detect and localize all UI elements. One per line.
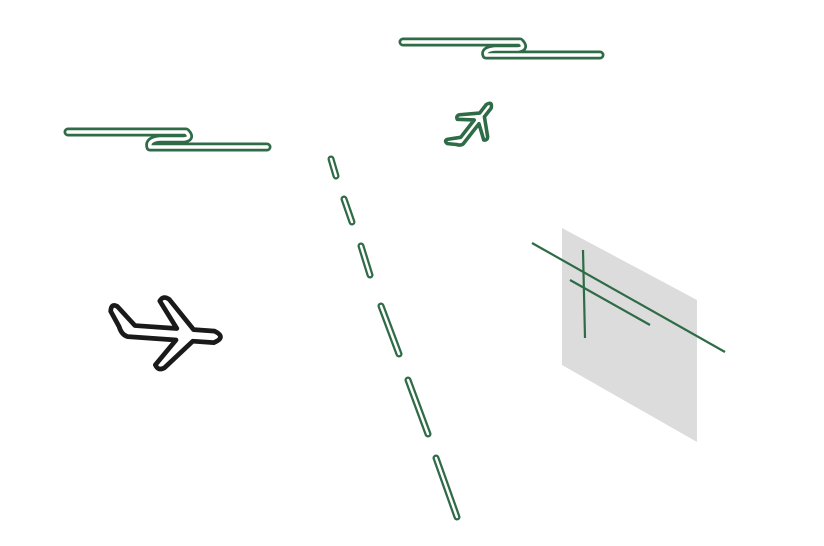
cloud-icon-top bbox=[398, 37, 605, 60]
runway-dash bbox=[359, 244, 372, 277]
runway-dash bbox=[329, 157, 338, 178]
window-panel-icon bbox=[531, 228, 726, 442]
runway-dash bbox=[434, 456, 459, 519]
airplane-icon-black bbox=[107, 294, 223, 373]
runway-icon bbox=[327, 155, 461, 521]
runway-dash bbox=[379, 304, 401, 356]
runway-dash bbox=[406, 378, 430, 436]
cloud-icon-left bbox=[63, 127, 272, 152]
airplane-icon-green bbox=[438, 90, 508, 163]
runway-dash bbox=[342, 197, 354, 224]
